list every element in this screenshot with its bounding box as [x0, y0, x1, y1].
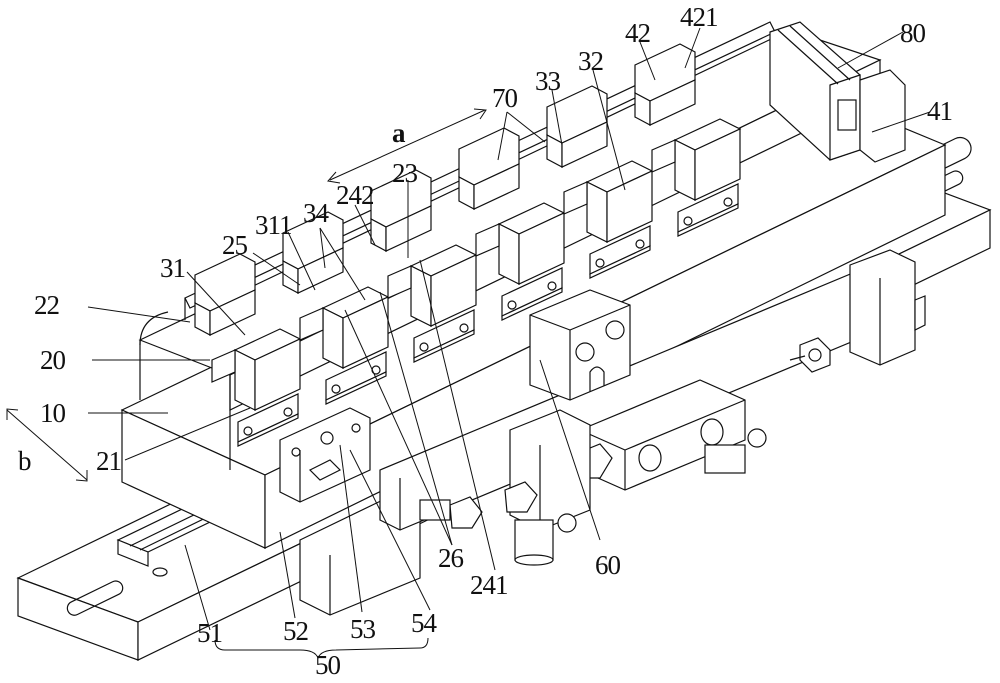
front-jaw-side	[675, 140, 695, 200]
label-421: 421	[680, 4, 718, 31]
label-34: 34	[303, 200, 328, 227]
label-311: 311	[255, 212, 292, 239]
label-52: 52	[283, 618, 308, 645]
label-53: 53	[350, 616, 375, 643]
label-33: 33	[535, 68, 560, 95]
label-25: 25	[222, 232, 247, 259]
label-41: 41	[927, 98, 952, 125]
label-241: 241	[470, 572, 508, 599]
label-54: 54	[411, 610, 436, 637]
label-20: 20	[40, 347, 65, 374]
label-242: 242	[336, 182, 374, 209]
label-60: 60	[595, 552, 620, 579]
label-51: 51	[197, 620, 222, 647]
arrow-label-b: b	[18, 448, 31, 475]
label-42: 42	[625, 20, 650, 47]
label-26: 26	[438, 545, 463, 572]
label-23: 23	[392, 160, 417, 187]
front-jaw-side	[411, 266, 431, 326]
label-31: 31	[160, 255, 185, 282]
front-jaw-side	[235, 350, 255, 410]
front-jaw-side	[323, 308, 343, 368]
label-10: 10	[40, 400, 65, 427]
arrow-label-a: a	[392, 120, 405, 147]
label-70: 70	[492, 85, 517, 112]
label-32: 32	[578, 48, 603, 75]
label-80: 80	[900, 20, 925, 47]
front-jaw-side	[587, 182, 607, 242]
label-22: 22	[34, 292, 59, 319]
label-21: 21	[96, 448, 121, 475]
front-jaw-side	[499, 224, 519, 284]
label-50: 50	[315, 652, 340, 679]
